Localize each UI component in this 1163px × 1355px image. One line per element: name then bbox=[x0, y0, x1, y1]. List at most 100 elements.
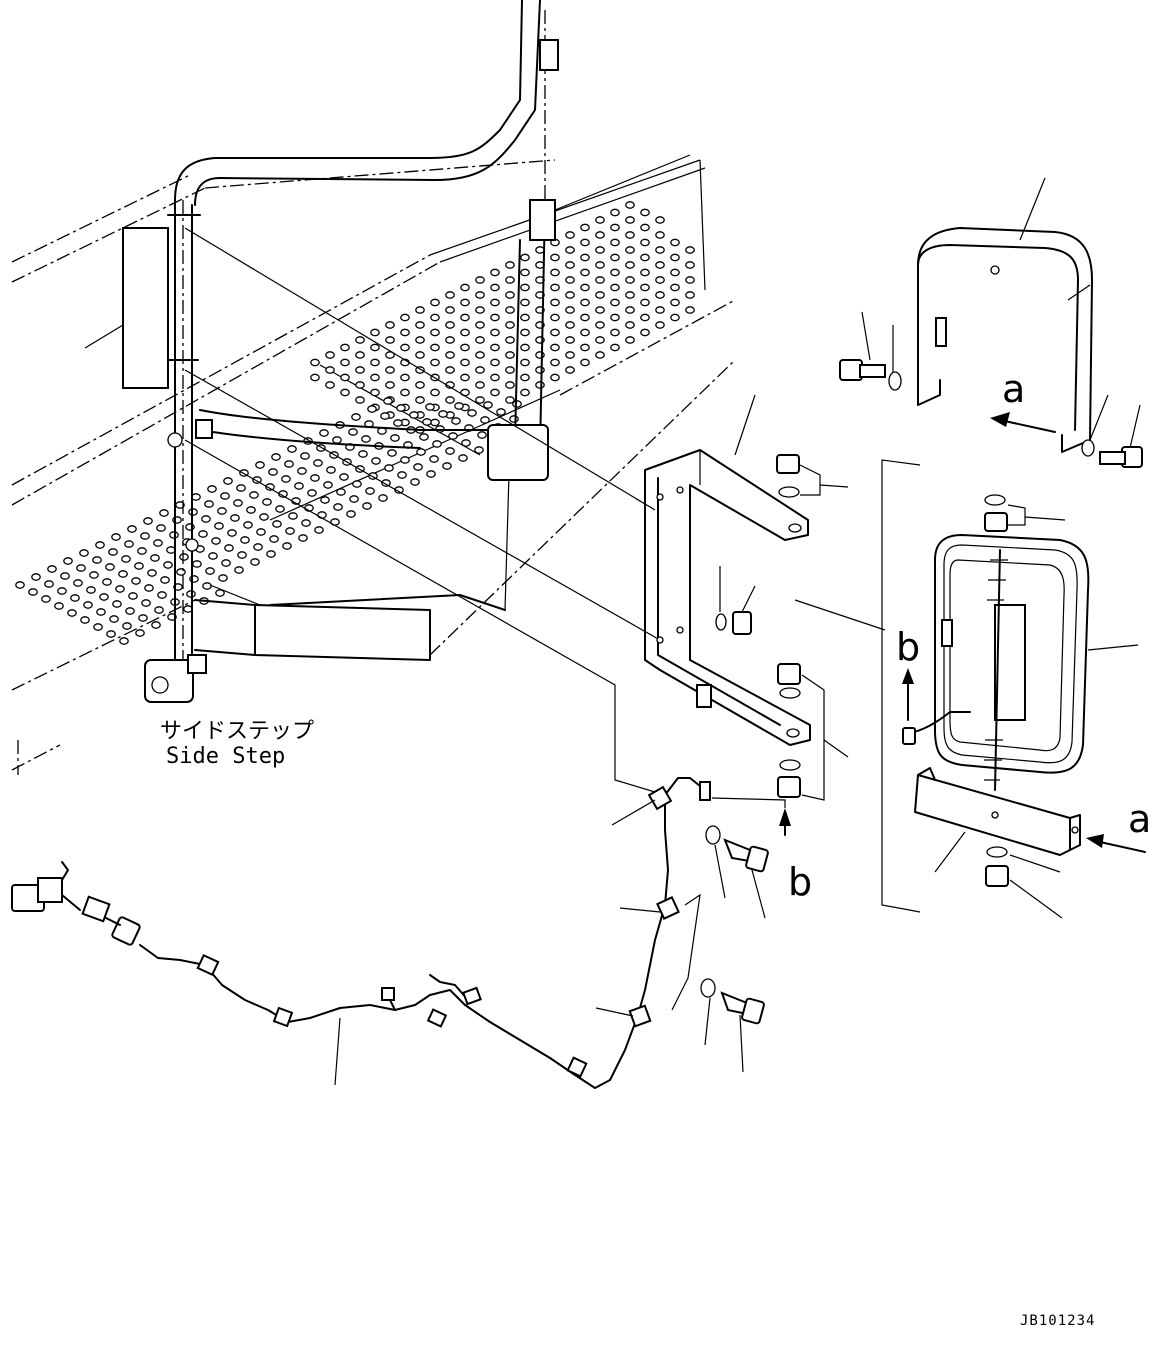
perforation-hole bbox=[550, 373, 560, 382]
perforation-hole bbox=[211, 537, 221, 545]
perforation-hole bbox=[131, 577, 141, 585]
view-b-upper-label: b bbox=[896, 625, 920, 669]
perforation-hole bbox=[378, 494, 388, 502]
perforation-hole bbox=[458, 454, 468, 462]
perforation-hole bbox=[346, 510, 356, 518]
perforation-hole bbox=[610, 313, 620, 322]
perforation-hole bbox=[137, 547, 147, 555]
perforation-hole bbox=[409, 411, 419, 419]
perforation-hole bbox=[370, 343, 380, 352]
wiring-harness bbox=[11, 777, 711, 1089]
perforation-hole bbox=[460, 298, 470, 307]
perforation-hole bbox=[425, 403, 435, 411]
drawing-code: JB101234 bbox=[1020, 1313, 1095, 1329]
perforation-hole bbox=[355, 396, 365, 404]
perforation-hole bbox=[221, 559, 231, 567]
perforation-hole bbox=[355, 351, 365, 359]
perforation-hole bbox=[385, 381, 395, 389]
perforation-hole bbox=[505, 291, 515, 299]
perforation-hole bbox=[655, 306, 665, 314]
perforation-hole bbox=[201, 515, 211, 523]
perforation-hole bbox=[422, 418, 432, 426]
perforation-hole bbox=[355, 381, 365, 389]
perforation-hole bbox=[57, 587, 67, 595]
perforation-hole bbox=[240, 536, 250, 544]
perforation-hole bbox=[294, 482, 304, 490]
perforation-hole bbox=[655, 231, 665, 239]
perforation-hole bbox=[319, 429, 329, 437]
perforation-hole bbox=[685, 306, 695, 314]
perforation-hole bbox=[115, 585, 125, 593]
perforation-hole bbox=[218, 574, 228, 582]
perforation-hole bbox=[430, 328, 440, 337]
perforation-hole bbox=[460, 343, 470, 352]
perforation-hole bbox=[233, 499, 243, 507]
perforation-hole bbox=[394, 486, 404, 494]
perforation-hole bbox=[112, 600, 122, 608]
perforation-hole bbox=[610, 223, 620, 232]
perforation-hole bbox=[610, 238, 620, 247]
perforation-hole bbox=[610, 328, 620, 337]
perforation-hole bbox=[253, 543, 263, 551]
perforation-hole bbox=[670, 238, 680, 247]
perforation-hole bbox=[565, 246, 575, 254]
perforation-hole bbox=[109, 615, 119, 623]
perforation-hole bbox=[317, 511, 327, 519]
perforation-hole bbox=[163, 561, 173, 569]
perforation-hole bbox=[99, 593, 109, 601]
view-a-top-label: a bbox=[1002, 367, 1025, 411]
perforation-hole bbox=[384, 464, 394, 472]
perforation-hole bbox=[655, 216, 665, 224]
perforation-hole bbox=[610, 208, 620, 217]
perforation-hole bbox=[490, 313, 500, 322]
perforation-hole bbox=[670, 283, 680, 292]
perforation-hole bbox=[127, 525, 137, 533]
perforation-hole bbox=[490, 283, 500, 292]
perforation-hole bbox=[535, 246, 545, 254]
perforation-hole bbox=[367, 405, 377, 413]
perforation-hole bbox=[95, 541, 105, 549]
perforation-hole bbox=[234, 566, 244, 574]
perforation-hole bbox=[370, 388, 380, 397]
perforation-hole bbox=[475, 321, 485, 329]
perforation-hole bbox=[535, 381, 545, 389]
perforation-hole bbox=[438, 410, 448, 418]
perforation-hole bbox=[111, 533, 121, 541]
view-frame bbox=[881, 459, 921, 913]
perforation-hole bbox=[223, 477, 233, 485]
perforation-hole bbox=[320, 496, 330, 504]
perforation-hole bbox=[580, 358, 590, 367]
perforation-hole bbox=[325, 366, 335, 374]
perforation-hole bbox=[512, 400, 522, 408]
perforation-hole bbox=[300, 452, 310, 460]
perforation-hole bbox=[535, 291, 545, 299]
perforation-hole bbox=[520, 358, 530, 367]
perforation-hole bbox=[475, 396, 485, 404]
handrail-clamp-upper bbox=[167, 39, 559, 552]
perforation-hole bbox=[415, 321, 425, 329]
perforation-hole bbox=[520, 298, 530, 307]
perforation-hole bbox=[54, 602, 64, 610]
perforation-hole bbox=[358, 450, 368, 458]
perforation-hole bbox=[550, 268, 560, 277]
perforation-hole bbox=[41, 595, 51, 603]
perforation-hole bbox=[159, 509, 169, 517]
perforation-hole bbox=[307, 489, 317, 497]
perforation-hole bbox=[448, 432, 458, 440]
perforation-hole bbox=[451, 417, 461, 425]
perforation-hole bbox=[442, 462, 452, 470]
perforation-hole bbox=[140, 532, 150, 540]
perforation-hole bbox=[454, 402, 464, 410]
lamp-bottom-bracket bbox=[914, 767, 1081, 873]
perforation-hole bbox=[323, 481, 333, 489]
perforation-hole bbox=[333, 503, 343, 511]
perforation-hole bbox=[477, 431, 487, 439]
handrail bbox=[174, 0, 546, 691]
perforation-hole bbox=[313, 459, 323, 467]
perforation-hole bbox=[60, 572, 70, 580]
perforation-hole bbox=[266, 550, 276, 558]
perforation-hole bbox=[580, 268, 590, 277]
perforation-hole bbox=[490, 268, 500, 277]
perforation-hole bbox=[505, 336, 515, 344]
perforation-hole bbox=[400, 328, 410, 337]
